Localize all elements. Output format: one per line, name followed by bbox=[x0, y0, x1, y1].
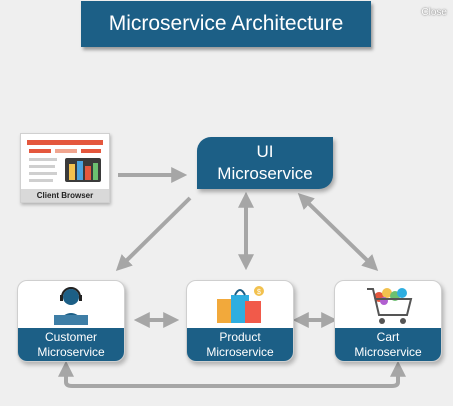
customer-service-line1: Customer bbox=[44, 329, 97, 344]
browser-window-icon bbox=[27, 140, 103, 182]
arrow-customer-cart-bottom bbox=[58, 360, 406, 388]
cart-service-line1: Cart bbox=[376, 329, 400, 344]
ui-service-line2: Microservice bbox=[217, 164, 313, 183]
product-service-line1: Product bbox=[219, 329, 261, 344]
customer-service-label: Customer Microservice bbox=[18, 328, 124, 361]
cart-service-line2: Microservice bbox=[354, 344, 422, 359]
diagram-title: Microservice Architecture bbox=[108, 12, 344, 35]
product-service-label: Product Microservice bbox=[187, 328, 293, 361]
shopping-bags-icon: $ bbox=[217, 286, 264, 323]
customer-service-line2: Microservice bbox=[37, 344, 105, 359]
svg-text:$: $ bbox=[257, 289, 261, 296]
title-banner: Microservice Architecture bbox=[81, 1, 371, 47]
close-button[interactable]: Close bbox=[421, 7, 447, 18]
product-service-line2: Microservice bbox=[206, 344, 274, 359]
cart-microservice-node: Cart Microservice bbox=[334, 280, 442, 362]
shopping-cart-icon bbox=[367, 288, 413, 324]
ui-microservice-node: UI Microservice bbox=[197, 137, 333, 189]
client-browser-label: Client Browser bbox=[21, 189, 109, 202]
product-microservice-node: $ Product Microservice bbox=[186, 280, 294, 362]
arrow-ui-to-customer bbox=[115, 196, 192, 272]
customer-support-icon bbox=[54, 287, 88, 325]
cart-service-label: Cart Microservice bbox=[335, 328, 441, 361]
customer-microservice-node: Customer Microservice bbox=[17, 280, 125, 362]
client-browser-node: Client Browser bbox=[20, 133, 110, 203]
arrow-ui-cart bbox=[297, 192, 379, 272]
ui-service-line1: UI bbox=[256, 142, 274, 161]
